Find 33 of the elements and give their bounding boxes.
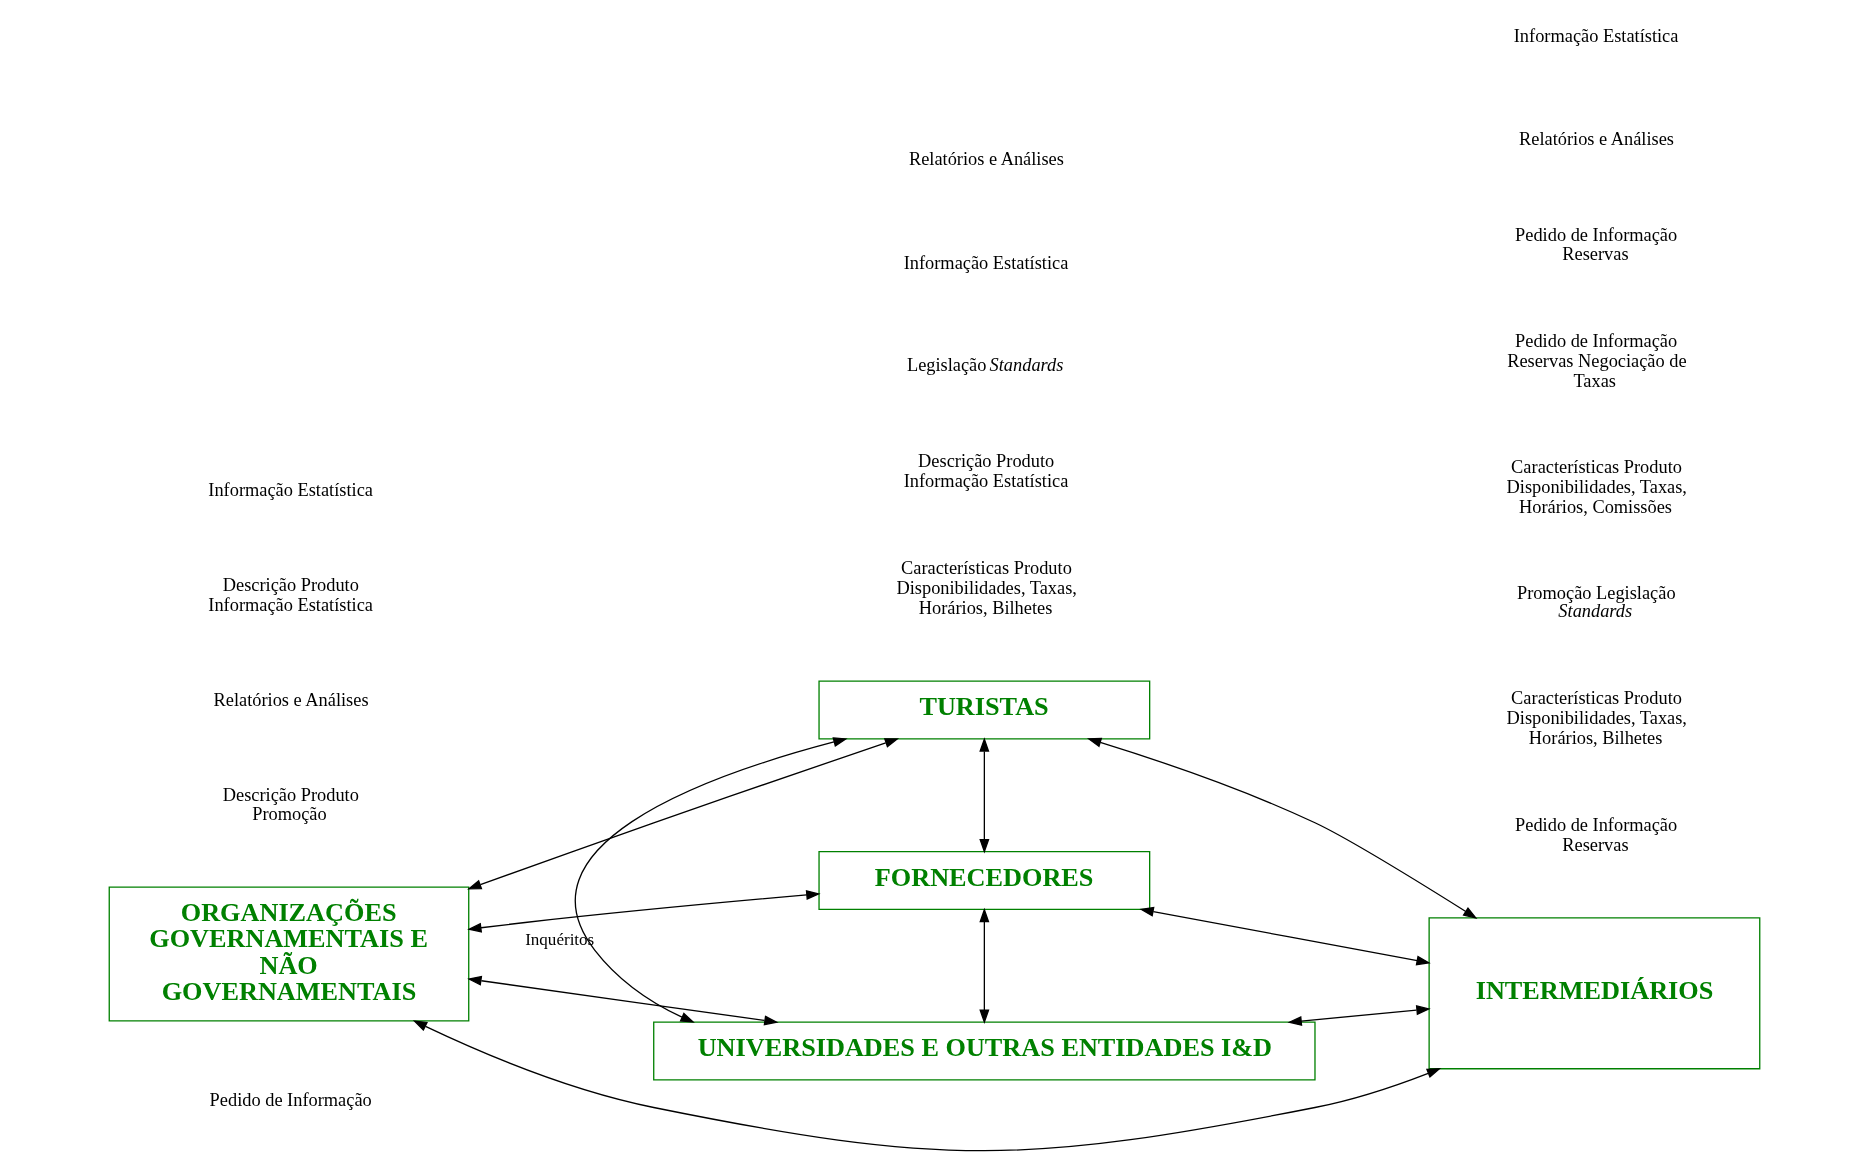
arrow [1138, 906, 1431, 966]
node-box: UNIVERSIDADES E OUTRAS ENTIDADES I&D [652, 1021, 1316, 1081]
node-box: TURISTAS [817, 680, 1150, 740]
arrow [1286, 1005, 1431, 1027]
node-box: FORNECEDORES [817, 851, 1150, 911]
label: Relatórios e Análises [1518, 129, 1674, 150]
arrow [412, 1020, 1441, 1152]
label: Descrição Produto Promoção [222, 784, 359, 825]
label: Características Produto Disponibilidades, Taxas, Horários, Bilhetes [1506, 688, 1687, 748]
label: Relatórios e Análises [908, 149, 1064, 170]
arrow [466, 889, 821, 933]
label: Pedido de Informação Reservas [1514, 814, 1677, 855]
label: Informação Estatística [1513, 25, 1678, 46]
arrow [466, 738, 899, 890]
label: Descrição Produto Informação Estatística [903, 451, 1068, 492]
arrow [978, 907, 989, 1025]
arrow [978, 737, 989, 854]
label: Descrição Produto Informação Estatística [207, 574, 373, 615]
node-box: INTERMEDIÁRIOS [1427, 917, 1760, 1070]
label: Pedido de Informação [209, 1089, 372, 1110]
label: Características Produto Disponibilidades, Taxas, Horários, Comissões [1506, 457, 1687, 517]
arrow [574, 737, 848, 1023]
node-box: ORGANIZAÇÕES GOVERNAMENTAIS E NÃO GOVERNAMENTAIS [108, 886, 469, 1022]
label: Características Produto Disponibilidades, Taxas, Horários, Bilhetes [895, 558, 1077, 618]
label: Relatórios e Análises [213, 689, 369, 710]
arrow [466, 975, 779, 1026]
label: Promoção Legislação Standards [1516, 582, 1676, 622]
label: Informação Estatística [903, 252, 1068, 273]
label: Pedido de Informação Reservas [1514, 224, 1677, 265]
arrow [1086, 737, 1477, 919]
label: Informação Estatística [207, 479, 373, 500]
label: Pedido de Informação Reservas Negociação de Taxas [1506, 331, 1687, 391]
label: Legislação Standards [906, 355, 1063, 376]
